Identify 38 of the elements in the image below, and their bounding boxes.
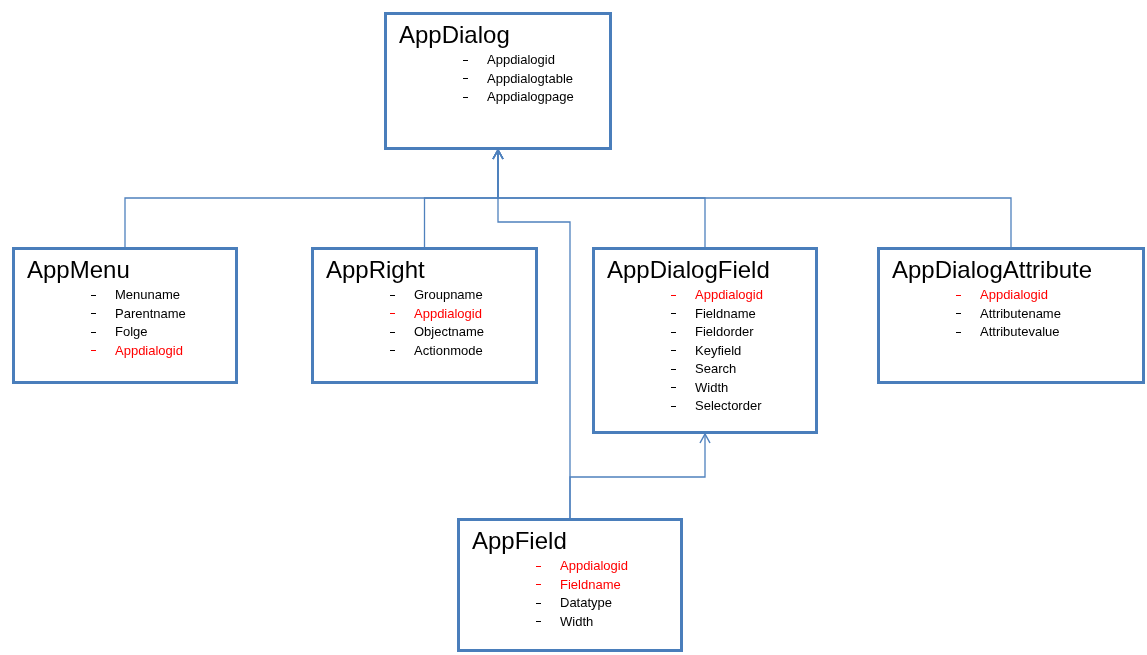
field-name: Appdialogpage (487, 88, 574, 106)
entity-box (12, 247, 238, 384)
entity-title: AppField (472, 526, 568, 556)
field-name: Appdialogid (115, 341, 183, 360)
field-name: Folge (115, 323, 148, 341)
entity-box (592, 247, 818, 434)
field-name: Selectorder (695, 397, 762, 415)
entity-title: AppDialogField (607, 255, 771, 285)
field-name: Menuname (115, 286, 181, 304)
field-name: Appdialogid (980, 286, 1048, 304)
field-name: Keyfield (695, 341, 742, 360)
entity-title: AppDialog (399, 20, 511, 50)
field-name: Parentname (115, 304, 186, 323)
field-name: Appdialogid (695, 286, 763, 304)
field-name: Fieldname (560, 575, 621, 594)
field-name: Datatype (560, 594, 613, 612)
field-name: Fieldname (695, 304, 756, 323)
entity-box (457, 518, 683, 652)
connector-arrow (569, 433, 711, 519)
field-name: Width (560, 612, 594, 631)
entity-title: AppRight (326, 255, 426, 285)
field-name: Appdialogid (560, 557, 628, 575)
field-name: Objectname (414, 323, 485, 341)
field-name: Width (695, 378, 729, 397)
field-name: Actionmode (414, 341, 483, 360)
entity-box (877, 247, 1145, 384)
field-name: Appdialogid (487, 51, 555, 69)
field-name: Attributename (980, 304, 1061, 323)
field-name: Search (695, 360, 737, 378)
entity-box (384, 12, 612, 150)
field-name: Appdialogtable (487, 69, 574, 88)
entity-title: AppMenu (27, 255, 131, 285)
field-name: Appdialogid (414, 304, 482, 323)
entity-title: AppDialogAttribute (892, 255, 1094, 285)
field-name: Attributevalue (980, 323, 1060, 341)
entity-box (311, 247, 538, 384)
field-name: Fieldorder (695, 323, 754, 341)
field-name: Groupname (414, 286, 483, 304)
